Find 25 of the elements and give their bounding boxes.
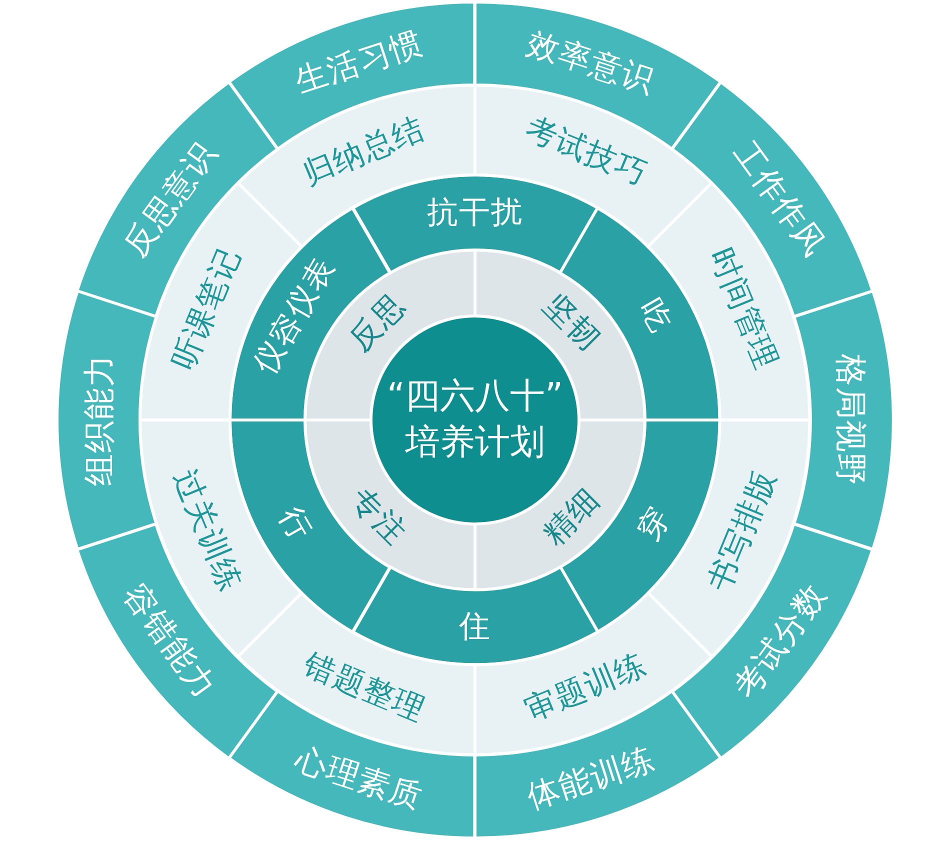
segment-label: 组织能力	[79, 354, 118, 486]
center-title: “四六八十”培养计划	[386, 376, 564, 464]
segment-label: 行	[271, 500, 320, 547]
segment-label: 反思	[342, 287, 414, 359]
segment-label: 审题训练	[520, 646, 652, 730]
segment-label: 书写排版	[701, 464, 784, 598]
segment-label: 过关训练	[166, 464, 249, 598]
segment-label: 吃	[630, 293, 679, 340]
segment-label: 生活习惯	[290, 23, 428, 101]
segment-label: 错题整理	[298, 646, 430, 730]
segment-label: 心理素质	[290, 739, 428, 817]
segment-label: 效率意识	[522, 23, 660, 101]
segment-label: 住	[459, 608, 491, 646]
segment-label: 体能训练	[522, 739, 660, 817]
segment-label: 听课笔记	[165, 242, 249, 376]
segment-label: 时间管理	[701, 242, 785, 376]
segment-label: 穿	[630, 500, 679, 547]
segment-label: 格局视野	[832, 354, 871, 486]
segment-label: 仪容仪表	[247, 252, 344, 381]
segment-label: 抗干扰	[427, 194, 523, 232]
segment-label: 精细	[536, 481, 608, 553]
segment-label: 坚韧	[536, 287, 608, 359]
segment-label: 专注	[342, 481, 414, 553]
segment-label: 归纳总结	[298, 110, 430, 194]
segment-label: 考试技巧	[520, 110, 652, 194]
